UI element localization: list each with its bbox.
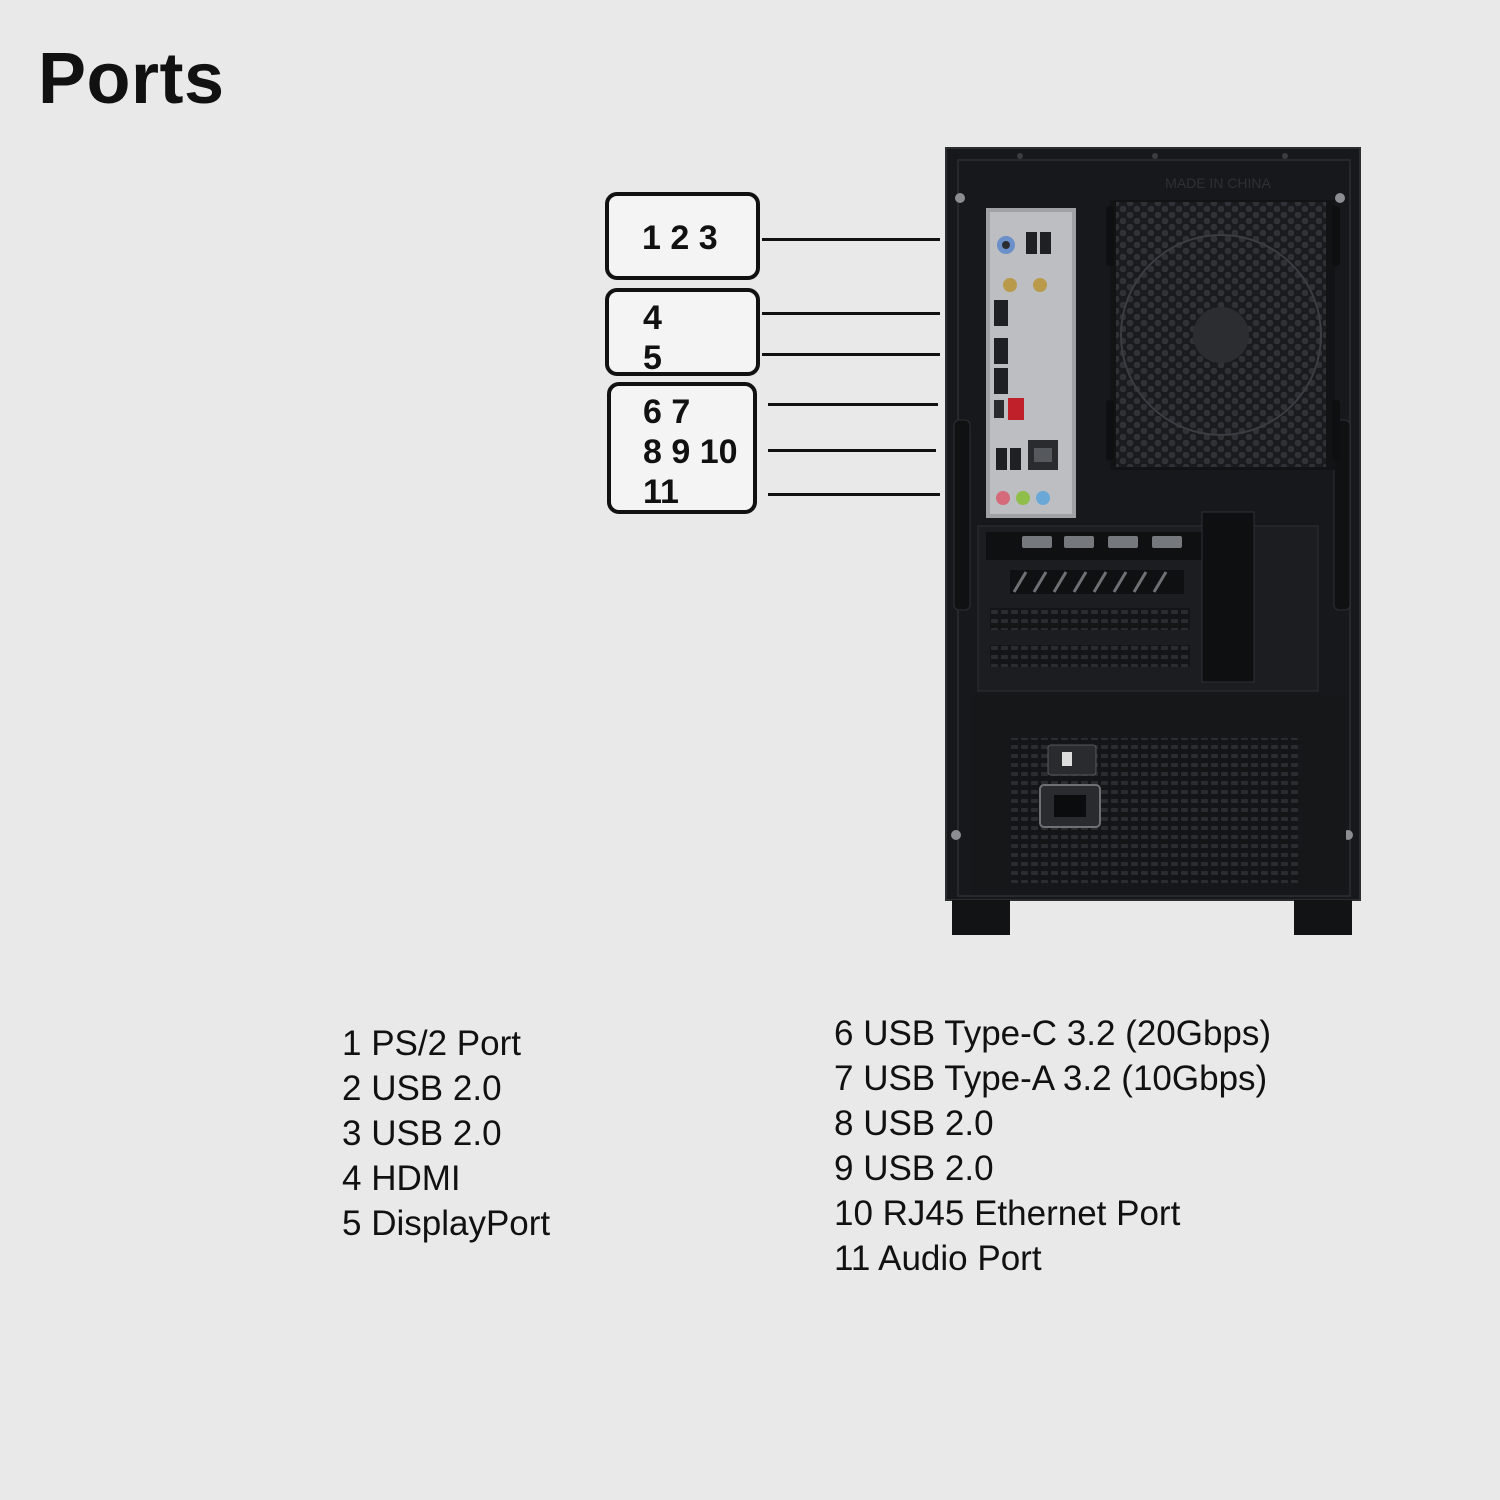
legend-item: 4 HDMI <box>342 1159 461 1198</box>
legend-item: 9 USB 2.0 <box>834 1149 994 1188</box>
callout-ports-1-3: 1 2 3 <box>605 192 760 280</box>
port-legend-left: 1 PS/2 Port 2 USB 2.0 3 USB 2.0 4 HDMI 5… <box>342 1021 550 1246</box>
leader-line <box>768 449 936 452</box>
leader-line <box>762 353 940 356</box>
leader-line <box>762 238 940 241</box>
legend-item: 8 USB 2.0 <box>834 1104 994 1143</box>
legend-item: 2 USB 2.0 <box>342 1069 502 1108</box>
legend-item: 11 Audio Port <box>834 1239 1042 1278</box>
callout-label: 1 2 3 <box>642 219 718 257</box>
callout-label: 5 <box>643 339 662 377</box>
legend-item: 1 PS/2 Port <box>342 1024 521 1063</box>
leader-line <box>768 403 938 406</box>
port-legend-right: 6 USB Type-C 3.2 (20Gbps) 7 USB Type-A 3… <box>834 1011 1271 1281</box>
leader-line <box>762 312 940 315</box>
pc-case-rear-image: MADE IN CHINA <box>945 147 1361 935</box>
legend-item: 7 USB Type-A 3.2 (10Gbps) <box>834 1059 1268 1098</box>
legend-item: 10 RJ45 Ethernet Port <box>834 1194 1181 1233</box>
callout-ports-6-11: 6 7 8 9 10 11 <box>607 382 757 514</box>
legend-item: 3 USB 2.0 <box>342 1114 502 1153</box>
leader-line <box>768 493 940 496</box>
legend-item: 6 USB Type-C 3.2 (20Gbps) <box>834 1014 1272 1053</box>
callout-label: 4 <box>643 299 662 337</box>
callout-label: 11 <box>643 473 679 511</box>
callout-ports-4-5: 4 5 <box>605 288 760 377</box>
callout-label: 8 9 10 <box>643 433 738 471</box>
callout-label: 6 7 <box>643 393 691 431</box>
page-title: Ports <box>38 39 225 119</box>
case-stamp: MADE IN CHINA <box>1165 175 1271 191</box>
legend-item: 5 DisplayPort <box>342 1204 551 1243</box>
